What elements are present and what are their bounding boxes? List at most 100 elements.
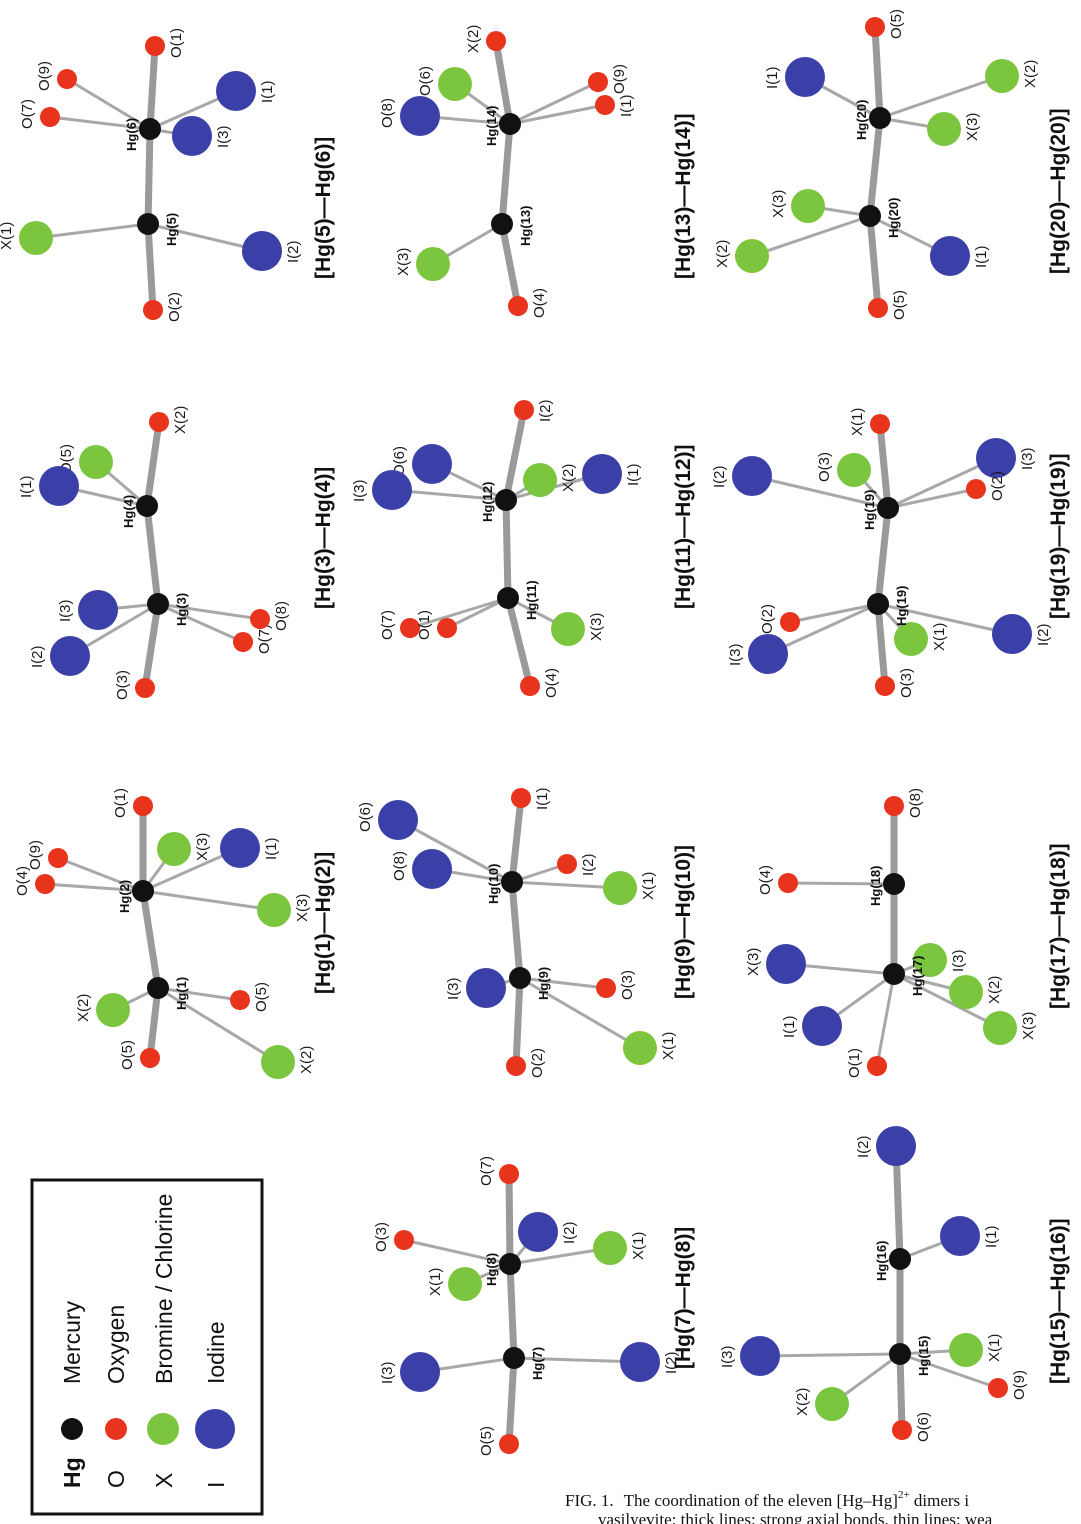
bond-line [65,77,152,131]
legend: Hg Mercury O Oxygen X Bromine / Chlorine… [30,1178,264,1516]
atom-label: X(3) [745,948,762,976]
atom-label: I(1) [618,94,635,117]
iodine-atom [412,444,452,484]
bond-line [408,596,510,630]
halogen-atom [19,221,53,255]
iodine-atom [992,614,1032,654]
atom-label: O(2) [989,471,1006,501]
oxygen-atom [595,95,615,115]
oxygen-atom [867,1056,887,1076]
atom-label: O(5) [888,9,905,39]
dimer-panel: O(8)O(4)I(3)X(2)X(3)I(1)O(1)X(3)Hg(18)Hg… [745,788,1070,1078]
hg-label: Hg(1) [174,977,189,1010]
atom-label: O(3) [114,670,131,700]
legend-label: Iodine [203,1321,229,1384]
atom-label: O(2) [759,604,776,634]
bond-line [502,406,528,504]
legend-symbol: I [203,1482,229,1488]
atom-label: I(3) [57,599,74,622]
bond-line [508,103,607,126]
bond-line [876,602,1014,636]
bond-line [758,1352,902,1358]
bond-line [48,115,152,131]
oxygen-atom [506,1056,526,1076]
hg-label: Hg(11) [524,580,539,620]
halogen-atom [157,832,191,866]
halogen-atom [791,189,825,223]
iodine-atom [39,466,79,506]
atom-label: O(3) [619,970,636,1000]
halogen-atom [837,453,871,487]
atom-label: O(1) [168,28,185,58]
oxygen-atom [508,296,528,316]
hg-label: Hg(13) [518,206,533,246]
hg-label: Hg(3) [174,593,189,626]
hg-label: Hg(10) [486,864,501,904]
hg-hg-bond [502,496,512,602]
iodine-atom [378,800,418,840]
atom-label: O(3) [816,452,833,482]
atom-label: I(3) [950,949,967,972]
mercury-atom [495,489,517,511]
mercury-atom [877,497,899,519]
dimer-panel: I(2)I(1)I(3)X(1)X(2)O(6)O(9)Hg(16)Hg(15)… [719,1126,1070,1442]
bond-line [143,418,163,510]
bond-line [504,594,534,690]
dimer-title: [Hg(13)—Hg(14)] [672,113,695,279]
bond-line [508,794,525,886]
dimer-title: [Hg(15)—Hg(16)] [1047,1218,1070,1384]
mercury-atom [889,1343,911,1365]
halogen-atom [416,247,450,281]
oxygen-atom [35,874,55,894]
atom-label: I(3) [351,479,368,502]
mercury-atom [883,873,905,895]
halogen-atom [815,1387,849,1421]
atom-label: X(2) [560,464,577,492]
iodine-atom [220,828,260,868]
oxygen-atom [884,796,904,816]
hg-label: Hg(9) [536,967,551,1000]
atom-label: I(3) [719,1345,736,1368]
atom-label: X(3) [395,248,412,276]
atom-label: O(8) [907,788,924,818]
halogen-atom [913,943,947,977]
atom-label: O(7) [19,99,36,129]
bond-line [396,818,514,884]
atom-label: O(7) [256,624,273,654]
bond-line [445,596,510,630]
atom-label: I(1) [781,1015,798,1038]
legend-item-mercury: Hg Mercury [59,1300,85,1488]
oxygen-atom-icon [105,1418,127,1440]
atom-label: O(6) [417,66,434,96]
atom-label: I(2) [561,1221,578,1244]
bond-line [141,889,276,912]
dimer-title: [Hg(3)—Hg(4)] [312,467,335,609]
mercury-atom [883,963,905,985]
oxygen-atom [57,69,77,89]
dimer-panel: X(1)O(3)I(3)I(2)O(2)O(2)I(3)O(3)X(1)I(2)… [711,408,1070,698]
hg-hg-bond [139,887,162,992]
dimer-panel: O(7)O(3)I(2)X(1)X(1)I(3)O(5)I(2)Hg(8)Hg(… [373,1156,695,1456]
atom-label: O(4) [543,668,560,698]
oxygen-atom [149,412,169,432]
atom-label: X(1) [849,408,866,436]
oxygen-atom [145,36,165,56]
iodine-atom [930,236,970,276]
oxygen-atom [596,978,616,998]
iodine-atom [50,636,90,676]
oxygen-atom [875,676,895,696]
bond-line [505,1354,518,1448]
oxygen-atom [988,1378,1008,1398]
bond-line [750,474,890,510]
bond-line [505,1170,514,1268]
iodine-atom [216,71,256,111]
atom-label: X(1) [931,623,948,651]
oxygen-atom [143,300,163,320]
halogen-atom [438,67,472,101]
iodine-atom [785,57,825,97]
halogen-atom [949,975,983,1009]
iodine-atom [732,456,772,496]
atom-label: X(1) [630,1232,647,1260]
atom-label: I(1) [259,80,276,103]
mercury-atom [139,118,161,140]
